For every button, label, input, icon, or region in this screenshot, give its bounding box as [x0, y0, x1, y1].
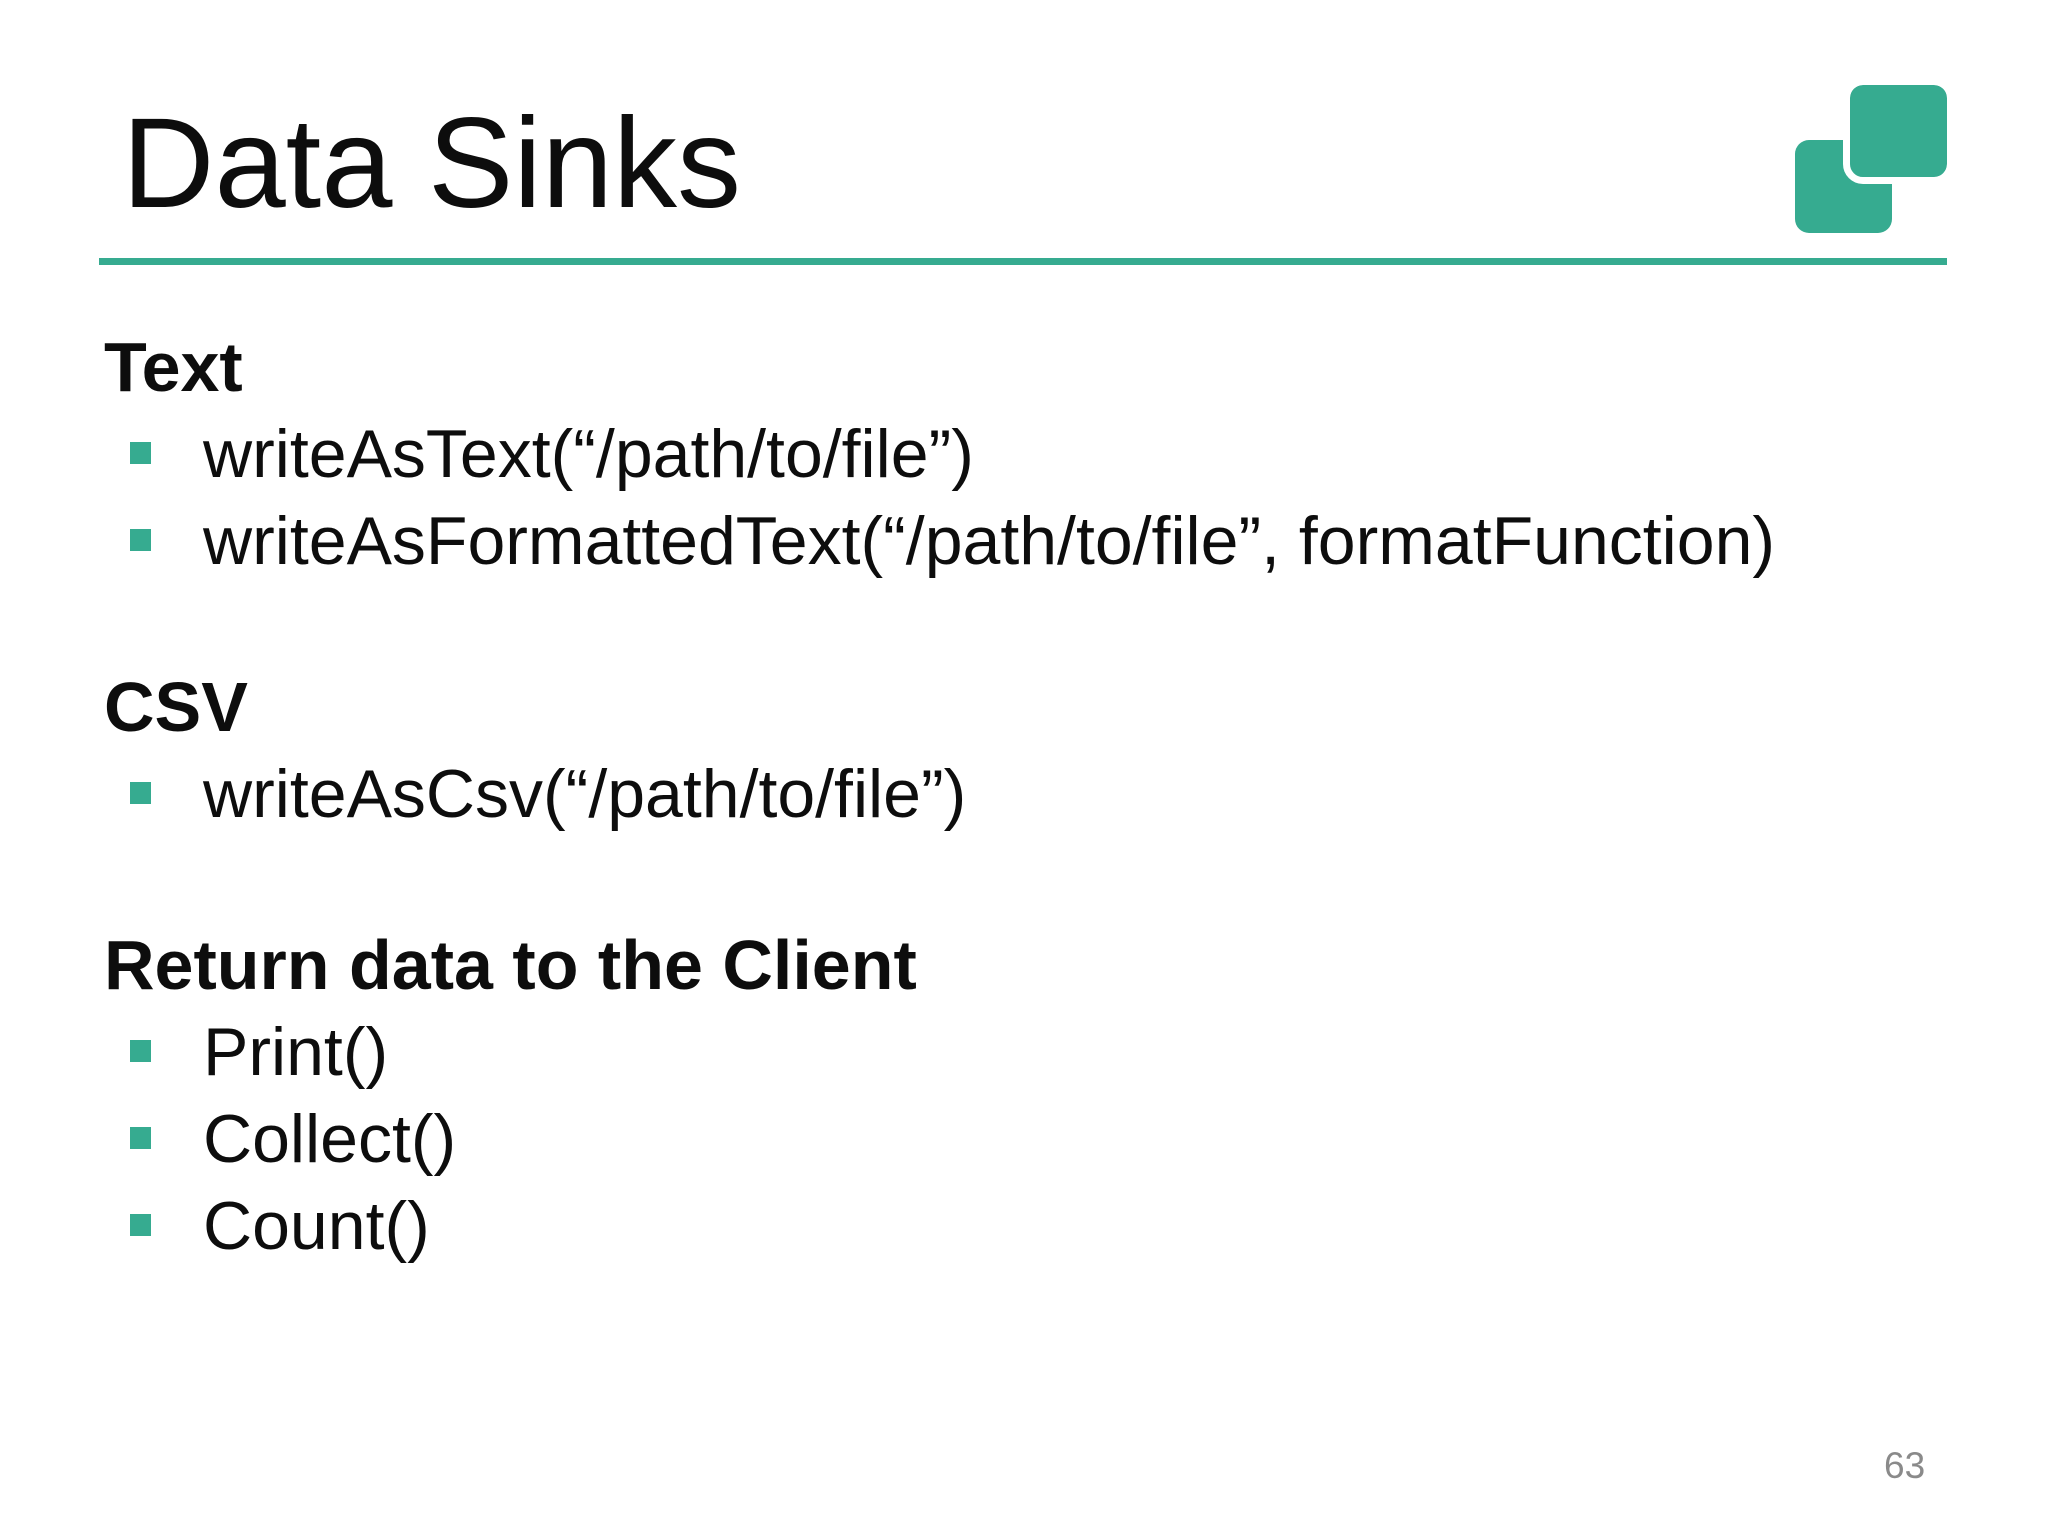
bullet-item: Collect() [104, 1096, 1988, 1183]
bullet-item: writeAsFormattedText(“/path/to/file”, fo… [104, 498, 1988, 585]
title-underline [99, 258, 1947, 265]
page-number: 63 [1884, 1445, 1926, 1486]
section-heading: Text [104, 328, 243, 406]
bullet-square-icon [130, 1214, 151, 1236]
bullet-square-icon [130, 529, 151, 551]
bullet-square-icon [130, 1040, 151, 1062]
bullet-item: Count() [104, 1183, 1988, 1270]
section-text: Text writeAsText(“/path/to/file”) writeA… [104, 324, 1988, 585]
logo-square-front-icon [1843, 78, 1954, 184]
section-heading: Return data to the Client [104, 926, 917, 1004]
bullet-square-icon [130, 1127, 151, 1149]
bullet-text: Print() [203, 1014, 389, 1090]
bullet-square-icon [130, 782, 151, 804]
logo-icon [1780, 70, 1960, 240]
section-heading: CSV [104, 668, 248, 746]
bullet-text: Count() [203, 1188, 430, 1264]
section-return-data: Return data to the Client Print() Collec… [104, 922, 1988, 1270]
section-csv: CSV writeAsCsv(“/path/to/file”) [104, 664, 1988, 838]
bullet-item: Print() [104, 1009, 1988, 1096]
bullet-square-icon [130, 442, 151, 464]
page-title: Data Sinks [122, 92, 741, 235]
bullet-item: writeAsText(“/path/to/file”) [104, 411, 1988, 498]
bullet-item: writeAsCsv(“/path/to/file”) [104, 751, 1988, 838]
bullet-text: writeAsCsv(“/path/to/file”) [203, 756, 967, 832]
bullet-text: writeAsFormattedText(“/path/to/file”, fo… [203, 503, 1776, 579]
bullet-text: Collect() [203, 1101, 457, 1177]
bullet-text: writeAsText(“/path/to/file”) [203, 416, 974, 492]
